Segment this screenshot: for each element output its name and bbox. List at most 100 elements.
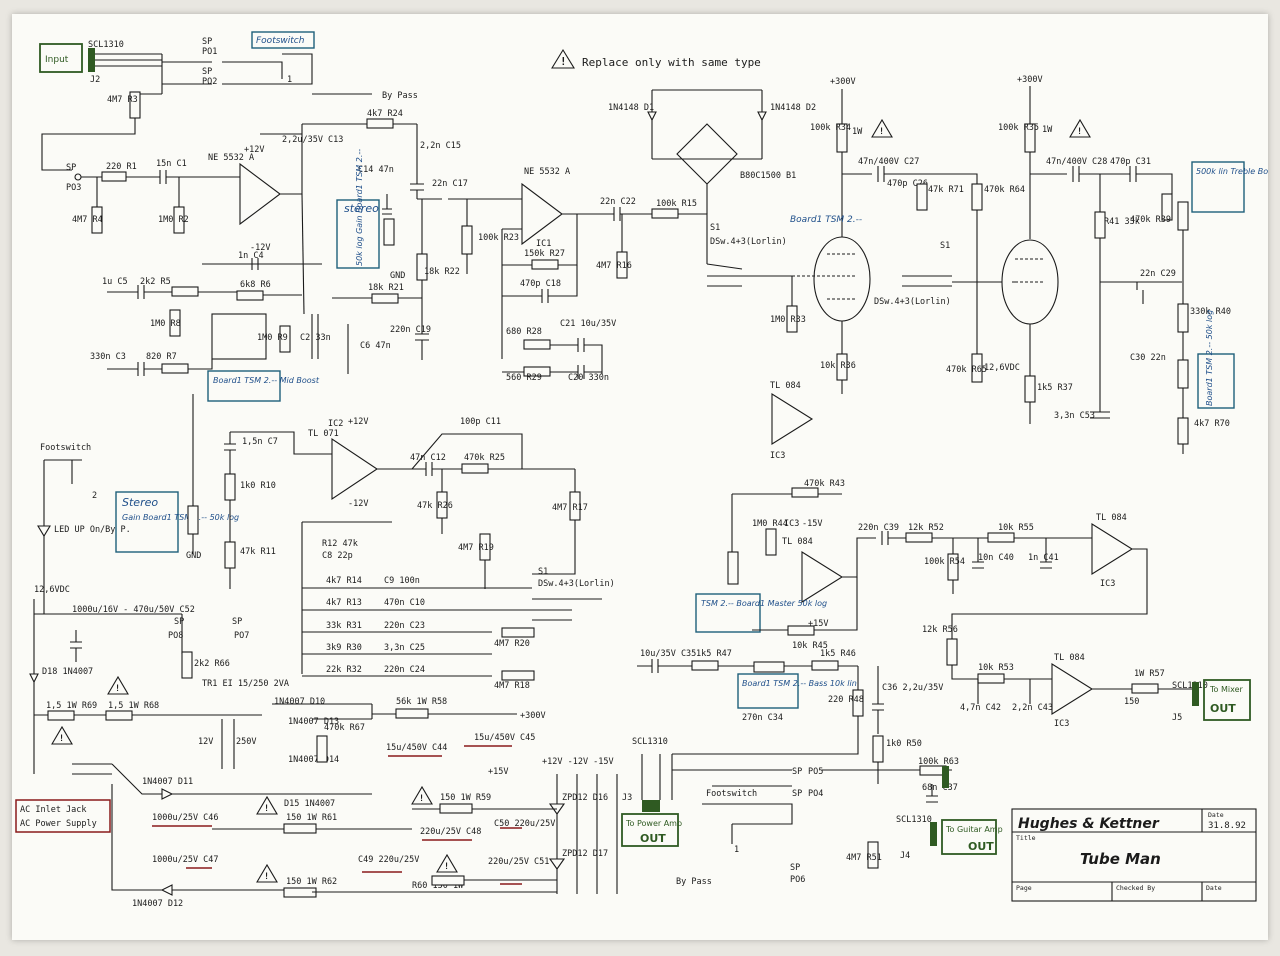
svg-text:220n C23: 220n C23 [384,621,425,631]
svg-text:TL 084: TL 084 [1054,653,1085,663]
svg-text:1N4007 D14: 1N4007 D14 [288,755,339,765]
svg-text:1: 1 [734,845,739,855]
mixer-jack-icon [1192,682,1199,706]
svg-text:-12V: -12V [348,499,368,509]
svg-text:IC1: IC1 [536,239,551,249]
svg-text:2k2 R66: 2k2 R66 [194,659,230,669]
svg-text:4M7 R18: 4M7 R18 [494,681,530,691]
warning-icon [411,785,433,805]
svg-text:C2 33n: C2 33n [300,333,331,343]
svg-text:1W R57: 1W R57 [1134,669,1165,679]
to-mixer-box [1203,679,1251,721]
svg-text:stereo: stereo [344,202,379,215]
svg-text:J2: J2 [90,75,100,85]
svg-text:47n/400V C28: 47n/400V C28 [1046,157,1107,167]
svg-text:470p C26: 470p C26 [887,179,928,189]
svg-text:2,2n C15: 2,2n C15 [420,141,461,151]
svg-text:33k R31: 33k R31 [326,621,362,631]
svg-text:470k R39: 470k R39 [1130,215,1171,225]
title-block-frame [1011,808,1257,902]
svg-text:50k log Gain Board1 TSM 2.--: 50k log Gain Board1 TSM 2.-- [355,149,364,266]
svg-text:4M7 R19: 4M7 R19 [458,543,494,553]
zener-d17 [548,858,566,870]
svg-text:150 1W R59: 150 1W R59 [440,793,491,803]
svg-text:270n C34: 270n C34 [742,713,783,723]
ic3-opamp-b [801,551,844,603]
svg-text:1000u/25V C46: 1000u/25V C46 [152,813,219,823]
diode-d12 [160,884,173,896]
svg-text:1: 1 [287,75,292,85]
bass-pot [753,661,785,673]
svg-text:18k R22: 18k R22 [424,267,460,277]
svg-text:+12V -12V -15V: +12V -12V -15V [542,757,614,767]
svg-text:10k R36: 10k R36 [820,361,856,371]
master-pot [727,551,739,585]
company-name: Hughes & Kettner [1018,816,1160,832]
svg-text:1W: 1W [1042,125,1053,135]
svg-text:TL 071: TL 071 [308,429,339,439]
svg-text:10k R45: 10k R45 [792,641,828,651]
svg-text:68n C37: 68n C37 [922,783,958,793]
gain-pot-note-left [115,491,179,553]
svg-text:IC3: IC3 [784,519,799,529]
svg-text:220u/25V C48: 220u/25V C48 [420,827,481,837]
svg-text:ZPD12 D17: ZPD12 D17 [562,849,608,859]
svg-text:TL 084: TL 084 [782,537,813,547]
svg-text:56k 1W R58: 56k 1W R58 [396,697,447,707]
svg-text:1N4007 D13: 1N4007 D13 [288,717,339,727]
svg-text:PO5: PO5 [808,767,823,777]
svg-text:SP: SP [66,163,76,173]
svg-text:3k9 R30: 3k9 R30 [326,643,362,653]
svg-text:Stereo: Stereo [122,496,158,509]
vacuum-tube-1 [813,236,871,322]
warning-text: Replace only with same type [582,56,761,69]
ic3-opamp-d [1051,663,1094,715]
svg-text:1M0 R8: 1M0 R8 [150,319,181,329]
svg-text:SCL1310: SCL1310 [896,815,932,825]
svg-text:TR1 EI 15/250 2VA: TR1 EI 15/250 2VA [202,679,289,689]
svg-text:680 R28: 680 R28 [506,327,542,337]
ic3-opamp-c [1091,523,1134,575]
svg-text:22n C22: 22n C22 [600,197,636,207]
svg-text:Board1 TSM 2.-- 50k log: Board1 TSM 2.-- 50k log [1205,310,1214,406]
svg-text:S1: S1 [710,223,720,233]
stage-2: 100k R23 NE 5532 A IC1 150k R27 470p C18… [461,167,792,383]
svg-text:560 R29: 560 R29 [506,373,542,383]
svg-text:+12V: +12V [348,417,368,427]
svg-text:NE 5532 A: NE 5532 A [208,153,254,163]
diode-d2 [757,111,767,122]
svg-text:Footswitch: Footswitch [706,789,757,799]
svg-text:AC Power Supply: AC Power Supply [20,819,97,829]
svg-text:1n C41: 1n C41 [1028,553,1059,563]
svg-text:S1: S1 [940,241,950,251]
svg-text:18k R21: 18k R21 [368,283,404,293]
svg-text:15u/450V C44: 15u/450V C44 [386,743,447,753]
led-icon [37,525,51,538]
svg-text:1N4007 D11: 1N4007 D11 [142,777,193,787]
svg-text:+12V: +12V [244,145,264,155]
svg-text:500k lin Treble Board1 TSM 2.-: 500k lin Treble Board1 TSM 2.-- [1196,167,1268,176]
svg-text:NE 5532 A: NE 5532 A [524,167,570,177]
svg-text:J3: J3 [622,793,632,803]
svg-text:AC Inlet Jack: AC Inlet Jack [20,805,87,815]
svg-text:470n C10: 470n C10 [384,598,425,608]
svg-text:3,3n C53: 3,3n C53 [1054,411,1095,421]
svg-text:TL 084: TL 084 [1096,513,1127,523]
svg-text:To Mixer: To Mixer [1209,685,1244,694]
svg-text:1M0 R44: 1M0 R44 [752,519,788,529]
svg-text:150k R27: 150k R27 [524,249,565,259]
svg-text:1N4007 D12: 1N4007 D12 [132,899,183,909]
warning-icon [51,725,73,745]
svg-text:OUT: OUT [968,840,994,853]
svg-text:100p C11: 100p C11 [460,417,501,427]
svg-text:470p C31: 470p C31 [1110,157,1151,167]
svg-text:470k R67: 470k R67 [324,723,365,733]
gain-pot-top [383,218,395,246]
svg-text:S1: S1 [538,567,548,577]
svg-text:C49 220u/25V: C49 220u/25V [358,855,419,865]
svg-text:100k R35: 100k R35 [998,123,1039,133]
svg-text:12,6VDC: 12,6VDC [984,363,1020,373]
svg-text:1N4007 D10: 1N4007 D10 [274,697,325,707]
svg-text:SCL1310: SCL1310 [1172,681,1208,691]
gain-pot-note-top [336,199,380,269]
